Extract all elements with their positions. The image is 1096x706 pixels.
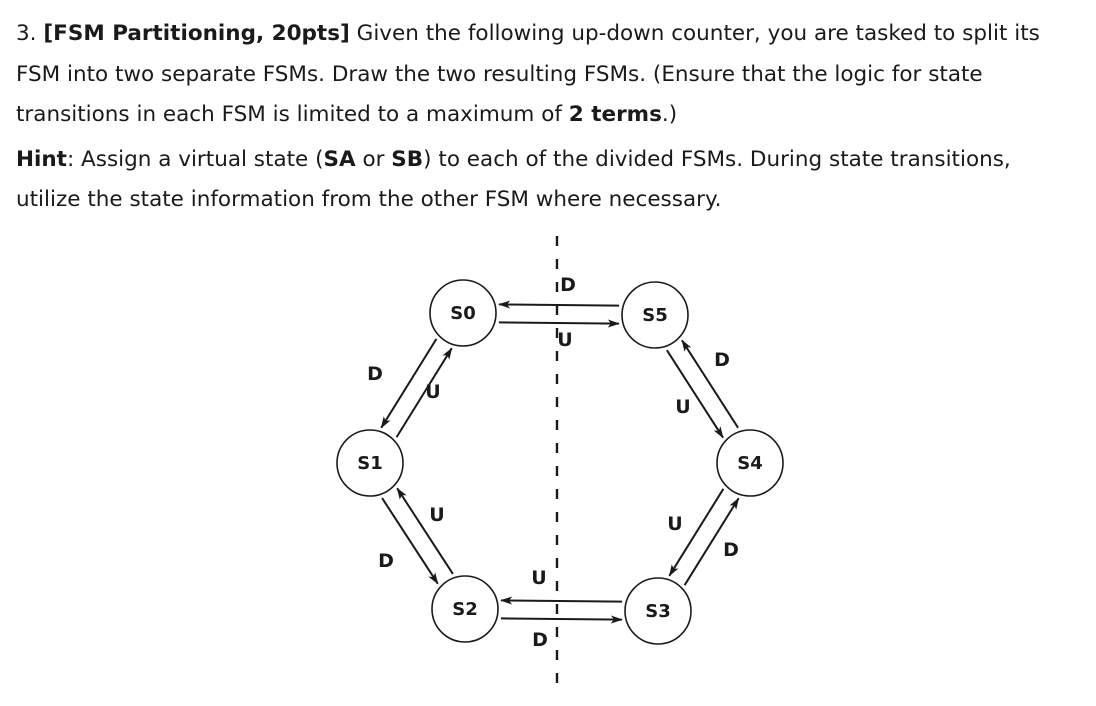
transition-label: D <box>714 349 730 371</box>
transition-s3-to-s4 <box>683 497 740 586</box>
state-s3: S3 <box>624 577 692 645</box>
hint-text-1: : Assign a virtual state ( <box>66 146 324 172</box>
state-circle <box>431 575 499 643</box>
transition-label: U <box>557 329 572 351</box>
problem-heading: [FSM Partitioning, 20pts] <box>43 21 350 46</box>
state-label: S1 <box>357 453 383 474</box>
state-circle <box>624 577 692 645</box>
state-circle <box>336 429 404 497</box>
transition-s0-to-s5 <box>498 319 620 328</box>
hint-label: Hint <box>16 146 67 172</box>
state-s5: S5 <box>621 281 689 349</box>
state-s1: S1 <box>336 429 404 497</box>
transition-label: U <box>675 396 690 418</box>
transition-label: U <box>425 381 440 403</box>
hint-or: or <box>355 146 392 172</box>
transition-label: U <box>667 513 682 535</box>
state-s4: S4 <box>716 429 784 497</box>
problem-number: 3. <box>16 21 37 46</box>
transition-label: D <box>723 539 739 561</box>
transition-s1-to-s2 <box>381 497 439 585</box>
state-label: S2 <box>452 599 478 620</box>
transition-labels: D U D U D U D U D U D U <box>367 274 739 651</box>
transition-s0-to-s1 <box>380 338 438 429</box>
problem-statement: 3. [FSM Partitioning, 20pts] Given the f… <box>16 14 1080 221</box>
state-label: S5 <box>642 305 668 326</box>
state-s0: S0 <box>429 279 497 347</box>
hint-paragraph: Hint: Assign a virtual state (SA or SB) … <box>16 140 1080 221</box>
state-circle <box>716 429 784 497</box>
transition-s4-to-s3 <box>668 488 725 577</box>
problem-text-2: .) <box>661 102 678 127</box>
transition-s5-to-s0 <box>498 300 620 309</box>
transition-s3-to-s2 <box>500 596 623 605</box>
transition-label: U <box>531 567 546 589</box>
hint-sb: SB <box>391 146 424 172</box>
state-label: S0 <box>450 303 476 324</box>
problem-paragraph: 3. [FSM Partitioning, 20pts] Given the f… <box>16 14 1080 136</box>
transition-label: D <box>367 363 383 385</box>
problem-text-1: Given the following up-down counter, you… <box>16 21 1040 127</box>
state-label: S3 <box>645 601 671 622</box>
hint-sa: SA <box>323 146 356 172</box>
transition-label: D <box>560 274 576 296</box>
state-circle <box>621 281 689 349</box>
transition-label: U <box>429 504 444 526</box>
terms-limit: 2 terms <box>568 102 662 127</box>
transition-label: D <box>378 550 394 572</box>
transition-s4-to-s5 <box>681 339 739 429</box>
transition-arrows <box>380 300 740 624</box>
transition-s2-to-s3 <box>500 615 623 624</box>
state-s2: S2 <box>431 575 499 643</box>
hint-text-2: ) to each of the divided FSMs. During st… <box>16 146 1011 213</box>
transition-s2-to-s1 <box>396 487 454 575</box>
transition-s1-to-s0 <box>395 347 453 438</box>
state-label: S4 <box>737 453 763 474</box>
state-circle <box>429 279 497 347</box>
transition-label: D <box>532 629 548 651</box>
transition-s5-to-s4 <box>666 349 724 439</box>
